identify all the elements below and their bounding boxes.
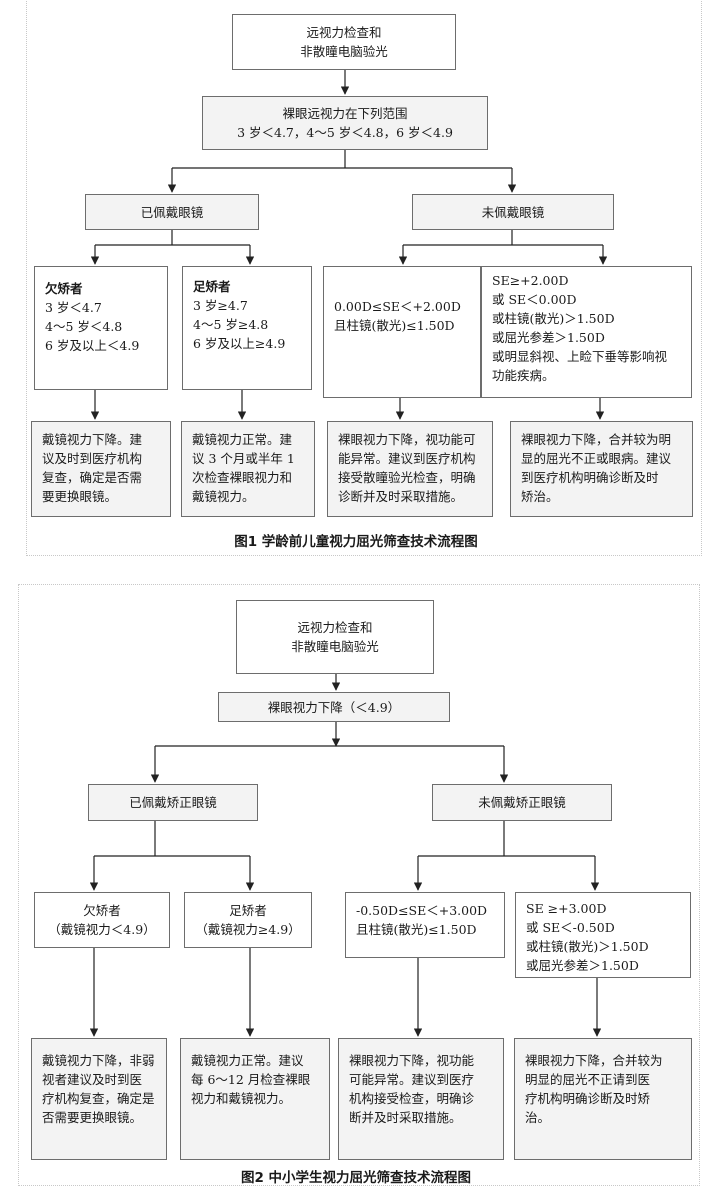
fig2-drop-box: 裸眼视力下降（＜4.9）: [218, 692, 450, 722]
fig1-start-box: 远视力检查和 非散瞳电脑验光: [232, 14, 456, 70]
fig2-outcome-line: 裸眼视力下降，视功能: [349, 1053, 475, 1068]
fig2-abnormal-line: 或屈光参差＞1.50D: [526, 958, 639, 973]
fig1-worn-box: 已佩戴眼镜: [85, 194, 259, 230]
fig1-abnormal-line: 功能疾病。: [492, 368, 555, 383]
fig1-outcome-line: 议 3 个月或半年 1: [192, 451, 295, 466]
fig1-outcome-line: 矫治。: [521, 489, 559, 504]
fig2-start-line: 非散瞳电脑验光: [291, 639, 379, 654]
fig2-abnormal-box: SE ≥+3.00D 或 SE＜-0.50D 或柱镜(散光)＞1.50D 或屈光…: [515, 892, 691, 978]
fig1-outcome-normal-box: 裸眼视力下降，视功能可 能异常。建议到医疗机构 接受散瞳验光检查，明确 诊断并及…: [327, 421, 493, 517]
fig1-under-line: 4～5 岁＜4.8: [45, 319, 123, 334]
fig1-outcome-line: 复查，确定是否需: [42, 470, 143, 485]
fig1-normal-line: 0.00D≤SE＜+2.00D: [334, 299, 461, 314]
fig2-outcome-line: 断并及时采取措施。: [349, 1110, 462, 1125]
fig1-full-title: 足矫者: [193, 279, 231, 294]
fig1-outcome-line: 要更换眼镜。: [42, 489, 118, 504]
fig1-full-box: 足矫者 3 岁≥4.7 4～5 岁≥4.8 6 岁及以上≥4.9: [182, 266, 312, 390]
fig2-outcome-line: 疗机构明确诊断及时矫: [525, 1091, 651, 1106]
fig2-not-worn-label: 未佩戴矫正眼镜: [478, 795, 566, 810]
fig2-start-line: 远视力检查和: [297, 620, 373, 635]
fig1-abnormal-box: SE≥+2.00D 或 SE＜0.00D 或柱镜(散光)＞1.50D 或屈光参差…: [481, 266, 692, 398]
fig1-outcome-line: 能异常。建议到医疗机构: [338, 451, 476, 466]
fig1-outcome-under-box: 戴镜视力下降。建 议及时到医疗机构 复查，确定是否需 要更换眼镜。: [31, 421, 171, 517]
fig2-outcome-normal-box: 裸眼视力下降，视功能 可能异常。建议到医疗 机构接受检查，明确诊 断并及时采取措…: [338, 1038, 504, 1160]
fig2-outcome-line: 每 6～12 月检查裸眼: [191, 1072, 311, 1087]
fig1-outcome-line: 诊断并及时采取措施。: [338, 489, 464, 504]
fig1-under-line: 3 岁＜4.7: [45, 300, 102, 315]
fig1-outcome-abnormal-box: 裸眼视力下降，合并较为明 显的屈光不正或眼病。建议 到医疗机构明确诊断及时 矫治…: [510, 421, 693, 517]
fig1-abnormal-line: 或屈光参差＞1.50D: [492, 330, 605, 345]
fig2-outcome-full-box: 戴镜视力正常。建议 每 6～12 月检查裸眼 视力和戴镜视力。: [180, 1038, 330, 1160]
fig2-start-box: 远视力检查和 非散瞳电脑验光: [236, 600, 434, 674]
fig2-outcome-line: 裸眼视力下降，合并较为: [525, 1053, 663, 1068]
fig1-normal-line: 且柱镜(散光)≤1.50D: [334, 318, 455, 333]
fig1-abnormal-line: 或 SE＜0.00D: [492, 292, 577, 307]
fig2-outcome-line: 明显的屈光不正请到医: [525, 1072, 651, 1087]
fig1-start-line: 非散瞳电脑验光: [300, 44, 388, 59]
fig2-under-criterion: （戴镜视力＜4.9）: [48, 922, 156, 937]
fig2-normal-box: -0.50D≤SE＜+3.00D 且柱镜(散光)≤1.50D: [345, 892, 505, 958]
fig2-normal-line: -0.50D≤SE＜+3.00D: [356, 903, 488, 918]
fig1-full-line: 3 岁≥4.7: [193, 298, 248, 313]
fig2-outcome-line: 治。: [525, 1110, 551, 1125]
fig1-range-title: 裸眼远视力在下列范围: [282, 106, 408, 121]
fig2-outcome-line: 视者建议及时到医: [42, 1072, 143, 1087]
fig2-under-box: 欠矫者 （戴镜视力＜4.9）: [34, 892, 170, 948]
fig2-outcome-line: 否需要更换眼镜。: [42, 1110, 143, 1125]
fig1-abnormal-line: SE≥+2.00D: [492, 273, 569, 288]
fig2-under-title: 欠矫者: [83, 903, 121, 918]
fig2-drop-label: 裸眼视力下降（＜4.9）: [267, 699, 401, 715]
fig2-worn-box: 已佩戴矫正眼镜: [88, 784, 258, 821]
fig1-outcome-line: 接受散瞳验光检查，明确: [338, 470, 476, 485]
fig1-not-worn-box: 未佩戴眼镜: [412, 194, 614, 230]
fig1-range-values: 3 岁＜4.7，4～5 岁＜4.8，6 岁＜4.9: [237, 125, 453, 140]
fig1-abnormal-line: 或柱镜(散光)＞1.50D: [492, 311, 615, 326]
fig2-normal-line: 且柱镜(散光)≤1.50D: [356, 922, 477, 937]
fig1-outcome-line: 裸眼视力下降，视功能可: [338, 432, 476, 447]
fig1-outcome-line: 显的屈光不正或眼病。建议: [521, 451, 672, 466]
fig2-abnormal-line: SE ≥+3.00D: [526, 901, 607, 916]
fig1-outcome-line: 戴镜视力正常。建: [192, 432, 293, 447]
fig2-outcome-line: 疗机构复查，确定是: [42, 1091, 155, 1106]
fig1-caption: 图1 学龄前儿童视力屈光筛查技术流程图: [234, 534, 478, 550]
fig1-worn-label: 已佩戴眼镜: [140, 204, 204, 220]
fig2-outcome-abnormal-box: 裸眼视力下降，合并较为 明显的屈光不正请到医 疗机构明确诊断及时矫 治。: [514, 1038, 692, 1160]
fig1-abnormal-line: 或明显斜视、上睑下垂等影响视: [492, 349, 668, 364]
fig2-abnormal-line: 或 SE＜-0.50D: [526, 920, 615, 935]
fig2-full-title: 足矫者: [229, 903, 267, 918]
fig2-outcome-line: 戴镜视力正常。建议: [191, 1053, 304, 1068]
fig2-full-box: 足矫者 （戴镜视力≥4.9）: [184, 892, 312, 948]
fig1-outcome-line: 议及时到医疗机构: [42, 451, 143, 466]
fig2-worn-label: 已佩戴矫正眼镜: [129, 795, 217, 810]
fig2-outcome-line: 可能异常。建议到医疗: [349, 1072, 475, 1087]
fig1-range-box: 裸眼远视力在下列范围 3 岁＜4.7，4～5 岁＜4.8，6 岁＜4.9: [202, 96, 488, 150]
fig2-outcome-line: 机构接受检查，明确诊: [349, 1091, 475, 1106]
fig2-caption: 图2 中小学生视力屈光筛查技术流程图: [240, 1170, 472, 1186]
fig1-outcome-line: 裸眼视力下降，合并较为明: [521, 432, 672, 447]
fig2-outcome-under-box: 戴镜视力下降，非弱 视者建议及时到医 疗机构复查，确定是 否需要更换眼镜。: [31, 1038, 167, 1160]
fig1-start-line: 远视力检查和: [306, 25, 382, 40]
fig1-under-title: 欠矫者: [45, 281, 83, 296]
fig1-outcome-full-box: 戴镜视力正常。建 议 3 个月或半年 1 次检查裸眼视力和 戴镜视力。: [181, 421, 315, 517]
fig2-abnormal-line: 或柱镜(散光)＞1.50D: [526, 939, 649, 954]
fig1-outcome-line: 到医疗机构明确诊断及时: [521, 470, 659, 485]
fig1-full-line: 4～5 岁≥4.8: [193, 317, 269, 332]
fig1-under-box: 欠矫者 3 岁＜4.7 4～5 岁＜4.8 6 岁及以上＜4.9: [34, 266, 168, 390]
fig1-not-worn-label: 未佩戴眼镜: [481, 204, 545, 220]
fig1-full-line: 6 岁及以上≥4.9: [193, 336, 286, 351]
fig1-outcome-line: 戴镜视力。: [192, 489, 255, 504]
fig2-outcome-line: 戴镜视力下降，非弱: [42, 1053, 155, 1068]
fig1-normal-box: 0.00D≤SE＜+2.00D 且柱镜(散光)≤1.50D: [323, 266, 481, 398]
fig2-not-worn-box: 未佩戴矫正眼镜: [432, 784, 612, 821]
fig2-full-criterion: （戴镜视力≥4.9）: [195, 922, 301, 937]
fig2-outcome-line: 视力和戴镜视力。: [191, 1091, 292, 1106]
fig1-outcome-line: 次检查裸眼视力和: [192, 470, 293, 485]
fig1-outcome-line: 戴镜视力下降。建: [42, 432, 143, 447]
fig1-under-line: 6 岁及以上＜4.9: [45, 338, 140, 353]
